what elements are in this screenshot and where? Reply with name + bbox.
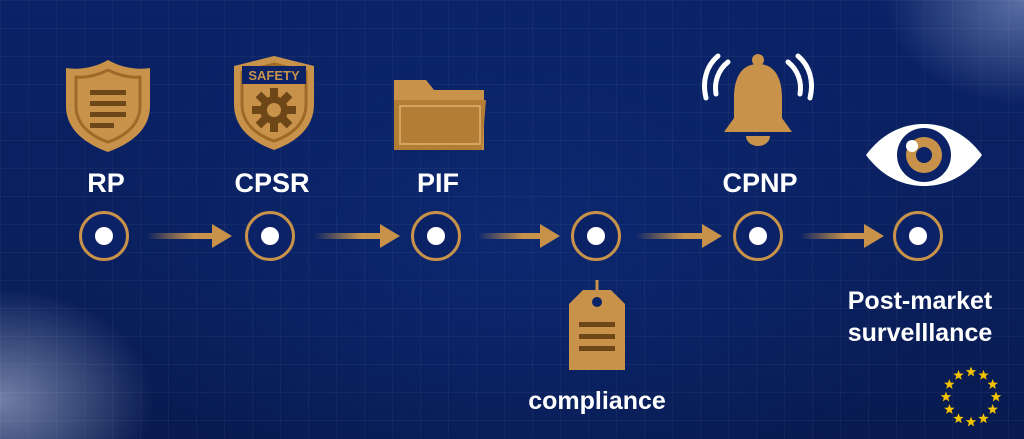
timeline-node-compliance	[571, 211, 621, 261]
eu-star	[978, 413, 989, 424]
shield-document-icon	[62, 56, 154, 154]
eye-icon	[862, 122, 986, 188]
step-label-cpsr: CPSR	[234, 168, 310, 198]
eu-stars-icon	[938, 364, 1004, 435]
safety-badge-gear-icon: SAFETY	[228, 52, 320, 154]
eu-star	[965, 416, 977, 427]
timeline-node-cpnp	[733, 211, 783, 261]
eu-star	[944, 379, 955, 389]
eu-star	[953, 369, 964, 380]
timeline-node-pif	[411, 211, 461, 261]
step-label-rp: RP	[87, 168, 125, 198]
arrow-cpnp-to-post-market	[800, 224, 884, 248]
eu-star	[953, 413, 964, 424]
arrow-compliance-to-cpnp	[636, 224, 722, 248]
eu-star	[965, 366, 977, 377]
eu-star	[990, 391, 1002, 402]
timeline-node-rp	[79, 211, 129, 261]
arrow-cpsr-to-pif	[314, 224, 400, 248]
eu-star	[987, 404, 998, 414]
step-label-compliance: compliance	[528, 387, 666, 415]
ringing-bell-icon	[702, 48, 814, 152]
timeline-node-cpsr	[245, 211, 295, 261]
arrow-pif-to-compliance	[478, 224, 560, 248]
eu-star	[987, 379, 998, 389]
step-label-post-market-surveillance: Post-market survelllance	[800, 285, 1024, 349]
step-label-post-market-line1: Post-market	[847, 287, 993, 315]
step-label-pif: PIF	[416, 168, 459, 198]
eu-star	[944, 404, 955, 414]
step-label-cpnp: CPNP	[722, 168, 798, 198]
safety-badge-text: SAFETY	[248, 68, 300, 83]
arrow-rp-to-cpsr	[146, 224, 232, 248]
tag-label-icon	[565, 278, 629, 374]
timeline-node-post-market	[893, 211, 943, 261]
eu-star	[978, 369, 989, 380]
folder-icon	[390, 74, 490, 154]
step-label-post-market-line2: survelllance	[847, 319, 993, 347]
eu-star	[940, 391, 952, 402]
